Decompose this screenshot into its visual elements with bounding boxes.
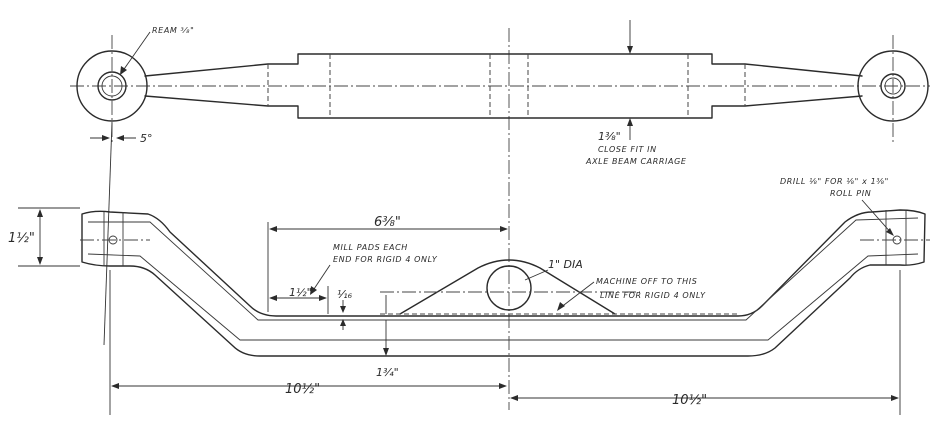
beam-outline-inner [87, 217, 919, 341]
arrowhead [500, 226, 508, 232]
arrowhead [37, 209, 43, 217]
machine-note-line1: MACHINE OFF TO THIS [596, 277, 697, 286]
close-fit-line2: AXLE BEAM CARRIAGE [585, 157, 687, 166]
right-eye-outer [857, 50, 929, 122]
mill-note-line2: END FOR RIGID 4 ONLY [333, 255, 438, 264]
machine-note-leader [559, 281, 595, 309]
arrowhead [499, 383, 507, 389]
arrowhead [510, 395, 518, 401]
arrowhead [557, 302, 565, 311]
drill-note-line2: ROLL PIN [830, 189, 871, 198]
arrowhead [120, 66, 127, 75]
top-beam-outline [144, 53, 863, 119]
end-height-value: 1½" [8, 231, 35, 246]
machine-note-line2: LINE FOR RIGID 4 ONLY [600, 291, 706, 300]
arrowhead [269, 295, 277, 301]
arrowhead [627, 118, 633, 126]
pad-depth-value: ¹⁄₁₆ [337, 288, 353, 301]
arrowhead [340, 306, 346, 313]
center-hole [486, 265, 532, 311]
arrowhead [891, 395, 899, 401]
ream-leader [121, 31, 151, 73]
center-boss [399, 259, 616, 315]
arrowhead [269, 226, 277, 232]
arrowhead [319, 295, 327, 301]
right-eye-hole [880, 73, 906, 99]
front-view: 1½" 6⅜" MILL PADS EACH END FOR RIGID 4 O… [8, 177, 930, 415]
angle-value: 5° [140, 132, 153, 145]
top-length-value: 6⅜" [374, 215, 401, 230]
pad-length-value: 1½" [289, 286, 312, 299]
arrowhead [116, 135, 124, 141]
arrowhead [340, 319, 346, 326]
arrowhead [102, 135, 110, 141]
left-eye-outer [76, 50, 148, 122]
close-fit-dim: 1⅜" [598, 130, 621, 143]
beam-outline-outer [81, 209, 926, 357]
close-fit-line1: CLOSE FIT IN [598, 145, 657, 154]
mill-note-line1: MILL PADS EACH [333, 243, 408, 252]
right-eye-bore [884, 77, 902, 95]
arrowhead [886, 228, 894, 236]
beam-depth-value: 1¾" [376, 366, 399, 379]
drill-note-line1: DRILL ⅛" FOR ⅛" x 1⅜" [780, 177, 889, 186]
left-eye-hole [97, 71, 127, 101]
arrowhead [111, 383, 119, 389]
mill-note-leader [311, 264, 331, 293]
right-span-value: 10½" [672, 393, 707, 408]
drill-note-leader [861, 199, 893, 235]
arrowhead [627, 46, 633, 54]
arrowhead [310, 286, 317, 295]
angle-leader [103, 121, 113, 346]
arrowhead [37, 257, 43, 265]
left-span-value: 10½" [285, 382, 320, 397]
ream-note: REAM ³⁄₈" [152, 26, 194, 35]
hole-dia-note: 1" DIA [548, 258, 583, 271]
top-view: REAM ³⁄₈" 5° 1⅜" CLOSE FIT IN AXLE BEAM … [70, 20, 930, 410]
arrowhead [383, 348, 389, 356]
hole-dia-leader [524, 269, 549, 281]
left-eye-bore [101, 75, 123, 97]
